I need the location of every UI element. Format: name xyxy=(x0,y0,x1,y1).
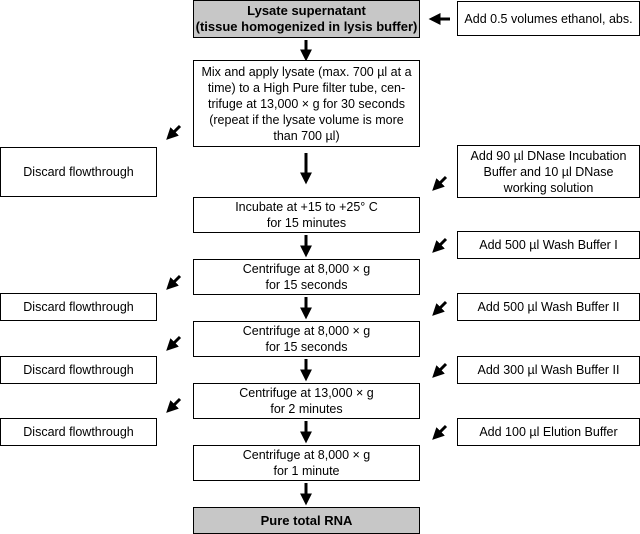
discard-arrow xyxy=(166,124,182,140)
end-box: Pure total RNA xyxy=(193,507,420,534)
step-centrifuge-2: Centrifuge at 8,000 × g for 15 seconds xyxy=(193,321,420,357)
add-wash-buffer-3: Add 300 µl Wash Buffer II xyxy=(457,356,640,384)
add-dnase: Add 90 µl DNase Incubation Buffer and 10… xyxy=(457,145,640,198)
step-centrifuge-4: Centrifuge at 8,000 × g for 1 minute xyxy=(193,445,420,481)
step-mix-apply: Mix and apply lysate (max. 700 µl at a t… xyxy=(193,60,420,147)
discard-arrow xyxy=(166,397,182,413)
step-incubate: Incubate at +15 to +25° C for 15 minutes xyxy=(193,197,420,233)
add-ethanol: Add 0.5 volumes ethanol, abs. xyxy=(457,1,640,36)
add-elution-buffer: Add 100 µl Elution Buffer xyxy=(457,418,640,446)
add-arrow xyxy=(432,362,448,378)
discard-flowthrough: Discard flowthrough xyxy=(0,147,157,197)
add-arrow xyxy=(432,175,448,191)
add-arrow xyxy=(432,300,448,316)
add-arrow xyxy=(432,237,448,253)
start-box: Lysate supernatant (tissue homogenized i… xyxy=(193,0,420,38)
discard-flowthrough: Discard flowthrough xyxy=(0,418,157,446)
step-centrifuge-1: Centrifuge at 8,000 × g for 15 seconds xyxy=(193,259,420,295)
discard-arrow xyxy=(166,335,182,351)
add-wash-buffer-1: Add 500 µl Wash Buffer I xyxy=(457,231,640,259)
step-centrifuge-3: Centrifuge at 13,000 × g for 2 minutes xyxy=(193,383,420,419)
add-wash-buffer-2: Add 500 µl Wash Buffer II xyxy=(457,293,640,321)
discard-flowthrough: Discard flowthrough xyxy=(0,356,157,384)
discard-arrow xyxy=(166,274,182,290)
discard-flowthrough: Discard flowthrough xyxy=(0,293,157,321)
add-arrow xyxy=(432,424,448,440)
